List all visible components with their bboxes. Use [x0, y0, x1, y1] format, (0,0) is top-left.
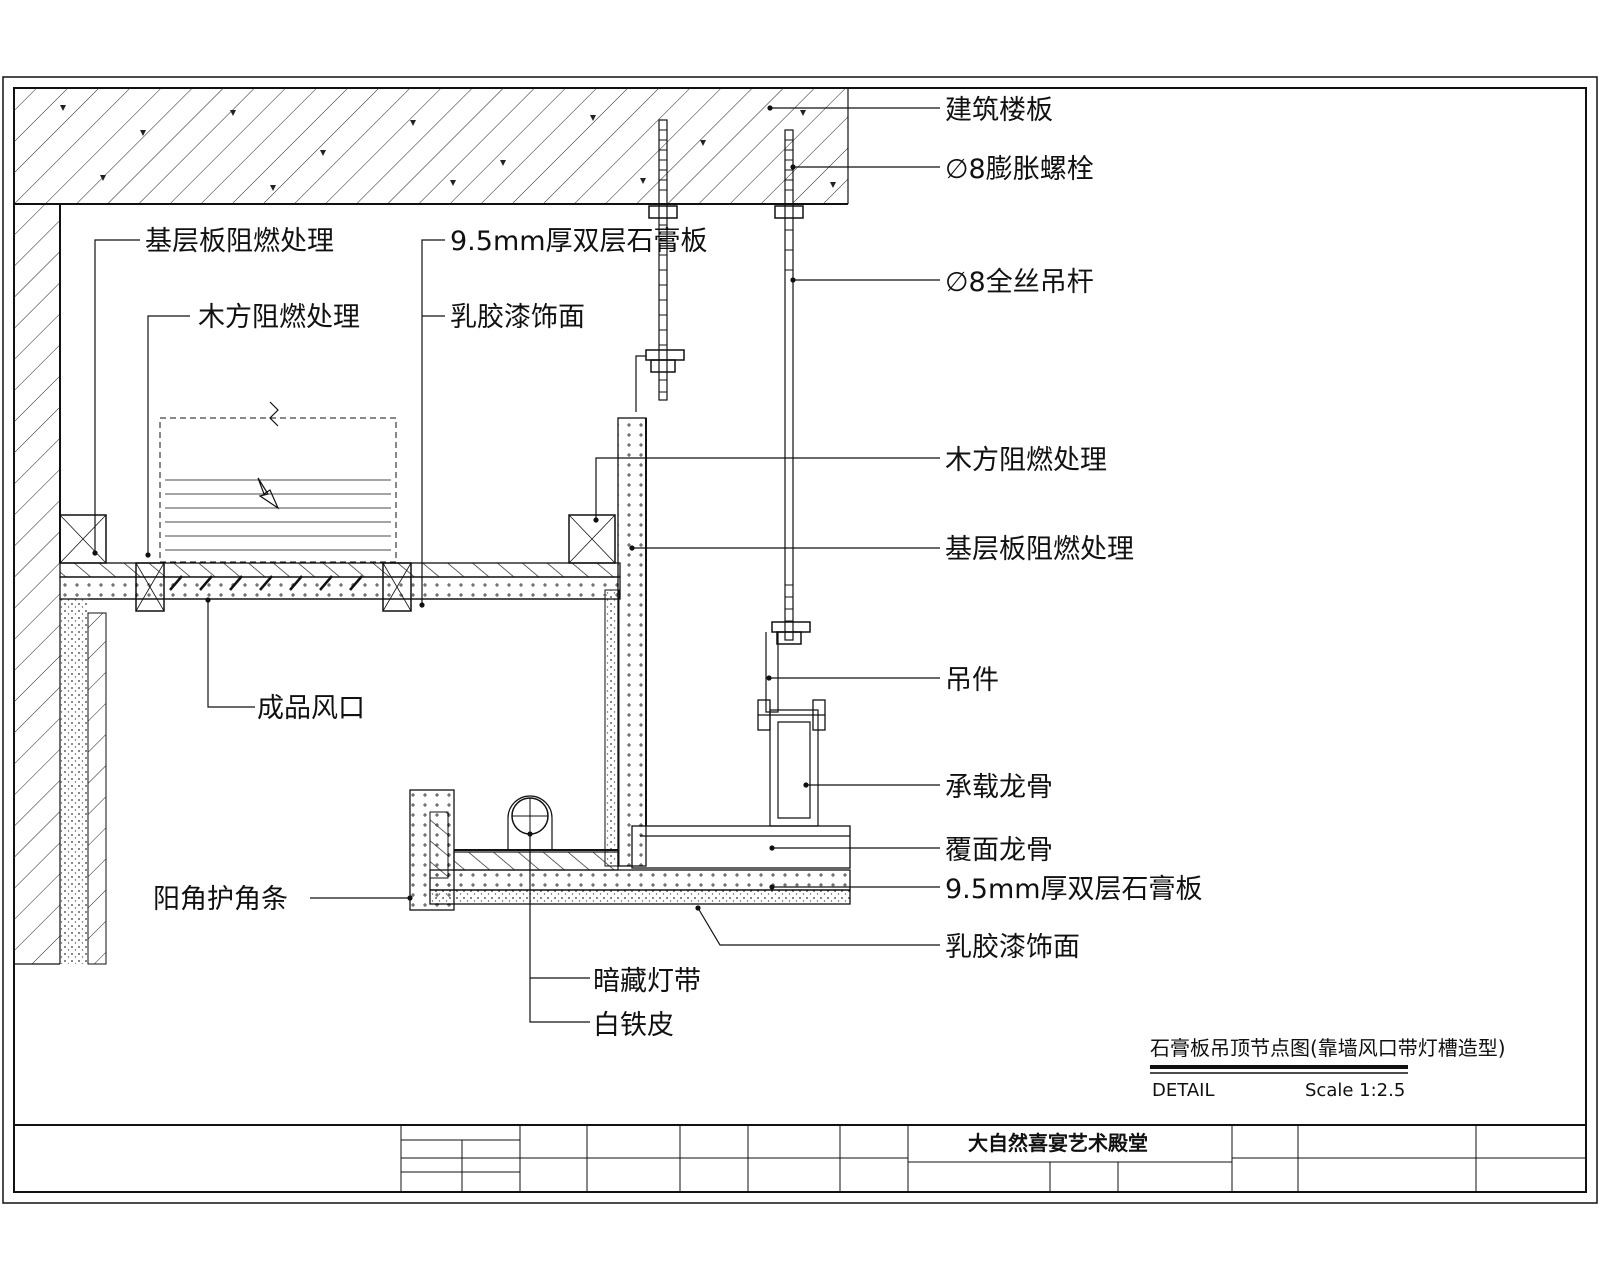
detail-title: 石膏板吊顶节点图(靠墙风口带灯槽造型) [1150, 1036, 1506, 1060]
project-name: 大自然喜宴艺术殿堂 [968, 1131, 1148, 1155]
detail-title-block: 石膏板吊顶节点图(靠墙风口带灯槽造型) DETAIL Scale 1:2.5 [1150, 1036, 1506, 1101]
left-wall [14, 204, 107, 965]
label-floor-slab: 建筑楼板 [945, 95, 1053, 126]
main-keel [769, 709, 819, 827]
label-air-vent: 成品风口 [257, 693, 365, 724]
light-trough [409, 789, 851, 911]
soffit-side-wall [604, 417, 647, 867]
label-hanger: 吊件 [945, 665, 999, 696]
annotation-labels: 建筑楼板 ∅8膨胀螺栓 ∅8全丝吊杆 基层板阻燃处理 9.5mm厚双层石膏板 木… [145, 95, 1203, 1041]
detail-scale: Scale 1:2.5 [1305, 1080, 1405, 1101]
hanger-rod-left [635, 119, 685, 412]
cover-keel [631, 825, 851, 869]
label-cover-keel: 覆面龙骨 [945, 835, 1053, 866]
label-hidden-light: 暗藏灯带 [593, 966, 701, 997]
hanger-rod-right [771, 129, 811, 645]
label-galvanized-sheet: 白铁皮 [593, 1010, 674, 1041]
air-vent [135, 401, 412, 612]
leader-lines [92, 105, 940, 1023]
label-expansion-bolt: ∅8膨胀螺栓 [945, 154, 1094, 185]
label-corner-guard: 阳角护角条 [153, 884, 288, 915]
label-timber-left: 木方阻燃处理 [198, 302, 360, 333]
drawing-title-block: 大自然喜宴艺术殿堂 [14, 1124, 1586, 1192]
label-latex-bottom: 乳胶漆饰面 [945, 932, 1080, 963]
detail-tag: DETAIL [1152, 1080, 1214, 1101]
label-base-board-right: 基层板阻燃处理 [945, 534, 1134, 565]
hanger-clip [757, 632, 826, 731]
label-main-keel: 承载龙骨 [945, 772, 1053, 803]
outer-frame [2, 76, 1598, 1204]
timber-block-right [568, 514, 616, 564]
label-base-board-left: 基层板阻燃处理 [145, 226, 334, 257]
label-timber-right: 木方阻燃处理 [945, 445, 1107, 476]
timber-block-left [59, 514, 107, 564]
label-threaded-rod: ∅8全丝吊杆 [945, 267, 1094, 298]
floor-slab [14, 88, 849, 205]
label-gypsum-bottom: 9.5mm厚双层石膏板 [945, 874, 1203, 905]
upper-ceiling-boards [59, 562, 621, 600]
label-latex-top: 乳胶漆饰面 [450, 302, 585, 333]
label-gypsum-top: 9.5mm厚双层石膏板 [450, 226, 708, 257]
